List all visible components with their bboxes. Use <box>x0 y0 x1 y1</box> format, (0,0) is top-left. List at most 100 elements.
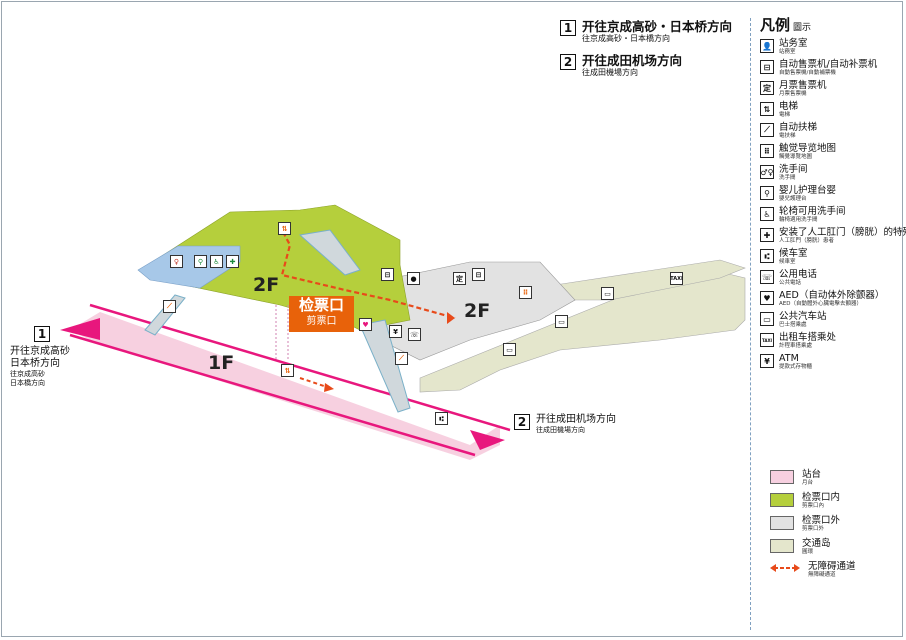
elevator-icon: ⇅ <box>760 102 774 116</box>
public-phone-icon: ☏ <box>408 328 421 341</box>
ticket-machine-icon: ⊟ <box>760 60 774 74</box>
legend-item: ⑆候车室候車室 <box>760 249 902 266</box>
bus-stop-icon-3: ▭ <box>503 343 516 356</box>
legend-item-sub: 洗手間 <box>779 175 796 181</box>
legend-item: 定月票售票机月票售票機 <box>760 81 902 98</box>
wheelchair-restroom-icon: ♿ <box>760 207 774 221</box>
floor-2f-right: 2F <box>464 300 491 322</box>
ticket-gate-label: 检票口 剪票口 <box>289 296 354 332</box>
legend: 凡例圖示 👤站务室站務室⊟自动售票机/自动补票机自動售票機/自動補票機定月票售票… <box>760 14 906 375</box>
area-swatch <box>770 493 794 507</box>
station-office-icon: 👤 <box>760 39 774 53</box>
legend-item-sub: 電扶梯 <box>779 133 796 139</box>
pass-ticket-machine-icon: 定 <box>760 81 774 95</box>
aed-icon: ♥ <box>760 291 774 305</box>
legend-item: ⚲ 婴儿护理台婴嬰兒護理台 <box>760 186 902 203</box>
legend-item-label: 自动售票机/自动补票机 <box>779 59 878 70</box>
area-label: 检票口内 <box>802 492 841 503</box>
bus-stop-icon-2: ▭ <box>555 315 568 328</box>
legend-item-label: 出租车搭乘处 <box>779 332 837 343</box>
legend-item-label: ATM <box>779 353 799 364</box>
area-label: 检票口外 <box>802 515 841 526</box>
area-sub: 圓環 <box>802 549 814 555</box>
legend-item-sub: 人工肛門（膀胱）患者 <box>779 238 835 244</box>
legend-item: ⟋ 自动扶梯電扶梯 <box>760 123 902 140</box>
legend-item-sub: 候車室 <box>779 259 796 265</box>
legend-item-label: 公共汽车站 <box>779 311 827 322</box>
taxi-stand-icon: TAXI <box>760 333 774 347</box>
bus-stop-icon-1: ▭ <box>601 287 614 300</box>
area-legend: 站台月台检票口内剪票口內检票口外剪票口外交通岛圓環 无障碍通道 無障礙通道 <box>770 470 856 585</box>
direction-top-1: 1 开往京成高砂・日本桥方向 往京成高砂・日本橋方向 <box>560 20 732 44</box>
route-arrow-right <box>447 312 455 324</box>
area-sub: 剪票口內 <box>802 503 825 509</box>
legend-item-label: 候车室 <box>779 248 808 259</box>
area-legend-items: 站台月台检票口内剪票口內检票口外剪票口外交通岛圓環 <box>770 470 856 556</box>
legend-item-sub: 輪椅適用洗手間 <box>779 217 818 223</box>
area-legend-item: 检票口内剪票口內 <box>770 493 856 510</box>
platform-arrow-left <box>60 318 100 340</box>
station-office-icon: ● <box>407 272 420 285</box>
legend-item-sub: 提款式存物櫃 <box>779 364 813 370</box>
legend-item: ⇅电梯電梯 <box>760 102 902 119</box>
escalator-icon: ⟋ <box>760 123 774 137</box>
atm-icon: ¥ <box>760 354 774 368</box>
legend-divider <box>750 18 751 630</box>
tactile-map-icon: ⠿ <box>760 144 774 158</box>
legend-item-sub: 嬰兒護理台 <box>779 196 807 202</box>
legend-item: ▭公共汽车站巴士搭乘處 <box>760 312 902 329</box>
legend-item-label: AED（自动体外除颤器） <box>779 290 885 301</box>
legend-item-label: 自动扶梯 <box>779 122 818 133</box>
area-label: 交通岛 <box>802 538 831 549</box>
legend-item: ⠿ 触觉导览地图觸覺導覽地圖 <box>760 144 902 161</box>
area-legend-item: 检票口外剪票口外 <box>770 516 856 533</box>
direction-left: 1 开往京成高砂 日本桥方向 往京成高砂 日本橋方向 <box>10 326 70 387</box>
legend-item-sub: 觸覺導覽地圖 <box>779 154 813 160</box>
area-legend-item: 交通岛圓環 <box>770 539 856 556</box>
aed-icon: ♥ <box>359 318 372 331</box>
waiting-room-icon: ⑆ <box>435 412 448 425</box>
baby-care-icon: ⚲ <box>760 186 774 200</box>
elevator-icon-1f: ⇅ <box>281 364 294 377</box>
stair-right <box>359 319 411 413</box>
legend-item-label: 触觉导览地图 <box>779 143 837 154</box>
legend-items: 👤站务室站務室⊟自动售票机/自动补票机自動售票機/自動補票機定月票售票机月票售票… <box>760 39 906 371</box>
ostomate-icon: ✚ <box>226 255 239 268</box>
baby-care-icon: ⚲ <box>194 255 207 268</box>
legend-item: ⊟ 自动售票机/自动补票机自動售票機/自動補票機 <box>760 60 902 77</box>
legend-item: ♂♀ 洗手间洗手間 <box>760 165 902 182</box>
legend-item: ♿ 轮椅可用洗手间輪椅適用洗手間 <box>760 207 902 224</box>
legend-item-label: 婴儿护理台婴 <box>779 185 837 196</box>
platform-edge-bottom <box>69 333 476 457</box>
legend-item-sub: 巴士搭乘處 <box>779 322 807 328</box>
legend-title: 凡例圖示 <box>760 16 812 34</box>
legend-item: ☏公用电话公共電話 <box>760 270 902 287</box>
barrier-free-legend: 无障碍通道 無障礙通道 <box>770 562 856 579</box>
restroom-icon: ♂♀ <box>760 165 774 179</box>
legend-item: ✚安装了人工肛门（膀胱）的特殊人群人工肛門（膀胱）患者 <box>760 228 906 245</box>
route-1f-arrow <box>324 383 334 392</box>
ticket-machine-icon: ⊟ <box>381 268 394 281</box>
barrier-free-arrow-icon <box>770 564 800 572</box>
legend-item-sub: 計程車搭乘處 <box>779 343 813 349</box>
platform-arrow-right <box>470 430 505 450</box>
platform-1f <box>70 312 500 460</box>
area-sub: 月台 <box>802 480 814 486</box>
elevator-icon-2f: ⇅ <box>278 222 291 235</box>
area-legend-item: 站台月台 <box>770 470 856 487</box>
legend-item-label: 站务室 <box>779 38 808 49</box>
tactile-map-icon: ⠿ <box>519 286 532 299</box>
legend-item-sub: 自動售票機/自動補票機 <box>779 70 836 76</box>
area-label: 站台 <box>802 469 822 480</box>
route-1f <box>299 377 331 389</box>
legend-item-label: 安装了人工肛门（膀胱）的特殊人群 <box>779 227 906 238</box>
legend-item-label: 洗手间 <box>779 164 808 175</box>
stair-upper <box>298 229 361 276</box>
legend-item-sub: 電梯 <box>779 112 791 118</box>
legend-item-label: 轮椅可用洗手间 <box>779 206 846 217</box>
legend-item: 👤站务室站務室 <box>760 39 902 56</box>
ticket-machine-icon-2: ⊟ <box>472 268 485 281</box>
escalator-icon-right: ⟋ <box>395 352 408 365</box>
